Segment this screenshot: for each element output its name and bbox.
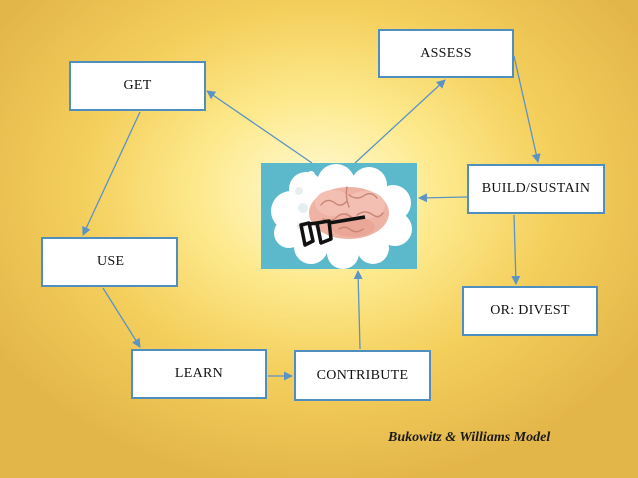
arrow-assess-to-build <box>513 55 541 163</box>
node-divest: OR: DIVEST <box>462 286 598 336</box>
model-caption: Bukowitz & Williams Model <box>388 430 551 445</box>
arrow-center-to-get <box>206 90 313 164</box>
center-image <box>261 163 417 269</box>
node-get: GET <box>69 61 206 111</box>
node-use: USE <box>41 237 178 287</box>
arrow-use-to-learn <box>102 287 141 348</box>
node-build-sustain: BUILD/SUSTAIN <box>467 164 605 214</box>
node-learn: LEARN <box>131 349 267 399</box>
node-assess: ASSESS <box>378 29 514 78</box>
arrow-build-to-center <box>418 193 468 203</box>
brain-with-glasses-icon <box>271 164 412 269</box>
arrow-center-to-assess <box>354 79 446 164</box>
arrow-get-to-use <box>82 111 141 236</box>
arrow-build-to-divest <box>511 214 521 285</box>
node-contribute: CONTRIBUTE <box>294 350 431 401</box>
arrow-contribute-to-center <box>353 270 363 350</box>
